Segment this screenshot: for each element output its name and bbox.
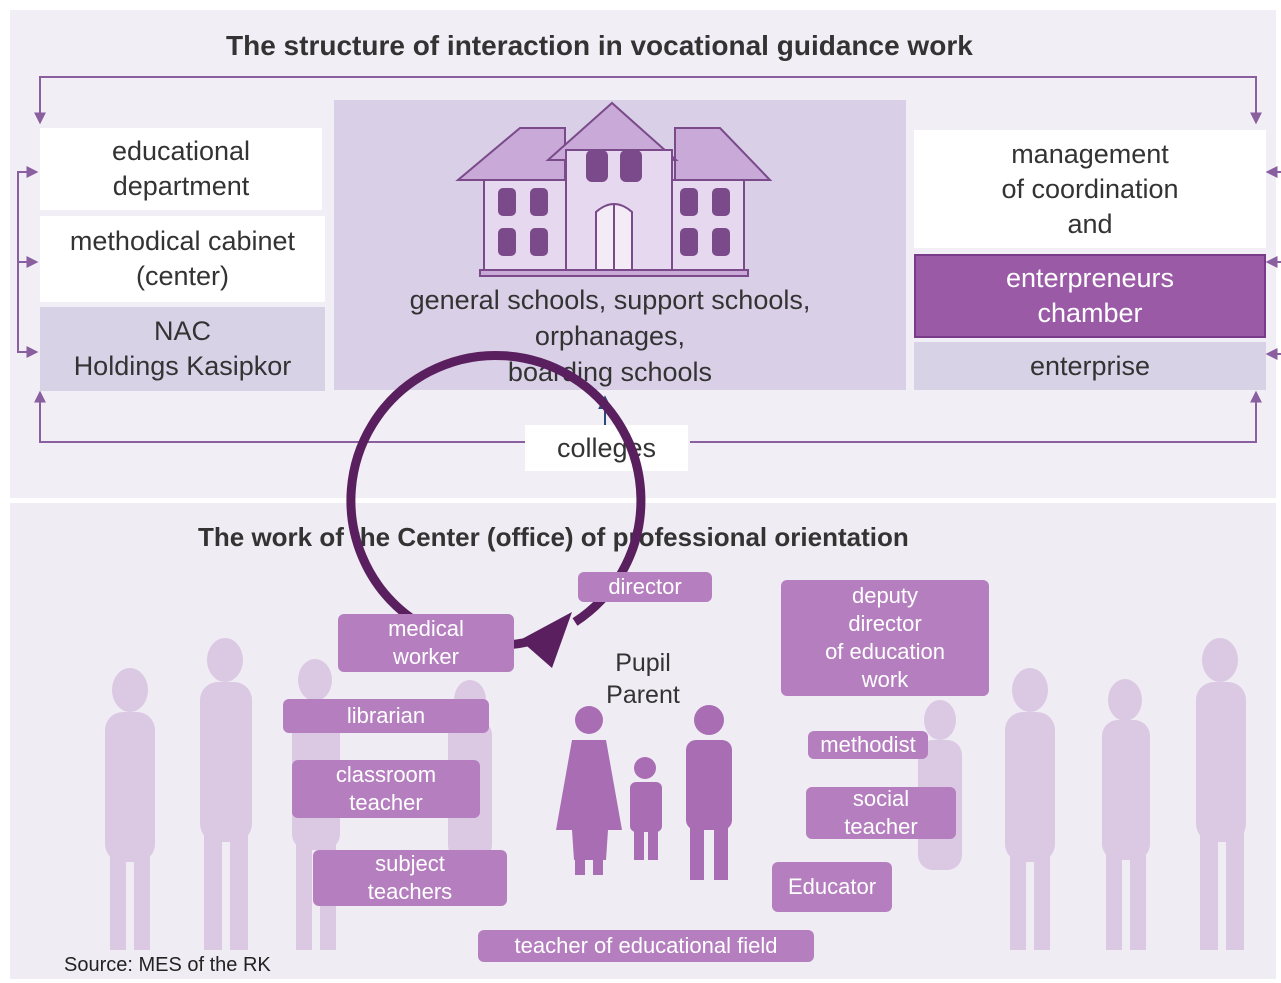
social-teacher-tag: social teacher bbox=[806, 786, 956, 839]
educator-tag: Educator bbox=[772, 862, 892, 912]
schools-label: general schools, support schools, orphan… bbox=[409, 285, 811, 387]
interaction-structure-title: The structure of interaction in vocation… bbox=[226, 30, 973, 61]
classroom-teacher-tag: classroom teacher bbox=[292, 760, 480, 818]
educational-department-box: educational department bbox=[40, 128, 322, 210]
enterprise-box: enterprise bbox=[914, 342, 1266, 390]
methodical-cabinet-box: methodical cabinet (center) bbox=[40, 216, 325, 302]
teacher-educational-field-tag: teacher of educational field bbox=[478, 930, 814, 962]
director-tag: director bbox=[578, 572, 712, 602]
entrepreneurs-chamber-box: enterpreneurs chamber bbox=[914, 254, 1266, 338]
family-icon bbox=[556, 705, 732, 880]
deputy-director-tag: deputy director of education work bbox=[781, 580, 989, 696]
subject-teachers-tag: subject teachers bbox=[313, 850, 507, 906]
source-note: Source: MES of the RK bbox=[64, 954, 271, 976]
management-coordination-box: management of coordination and bbox=[914, 130, 1266, 248]
pupil-parent-label: Pupil Parent bbox=[606, 649, 680, 709]
medical-worker-tag: medical worker bbox=[338, 614, 514, 672]
methodist-tag: methodist bbox=[808, 731, 928, 759]
career-center-title: The work of the Center (office) of profe… bbox=[198, 522, 909, 552]
colleges-box: colleges bbox=[525, 425, 688, 471]
nac-holdings-box: NAC Holdings Kasipkor bbox=[40, 307, 325, 391]
librarian-tag: librarian bbox=[283, 699, 489, 733]
